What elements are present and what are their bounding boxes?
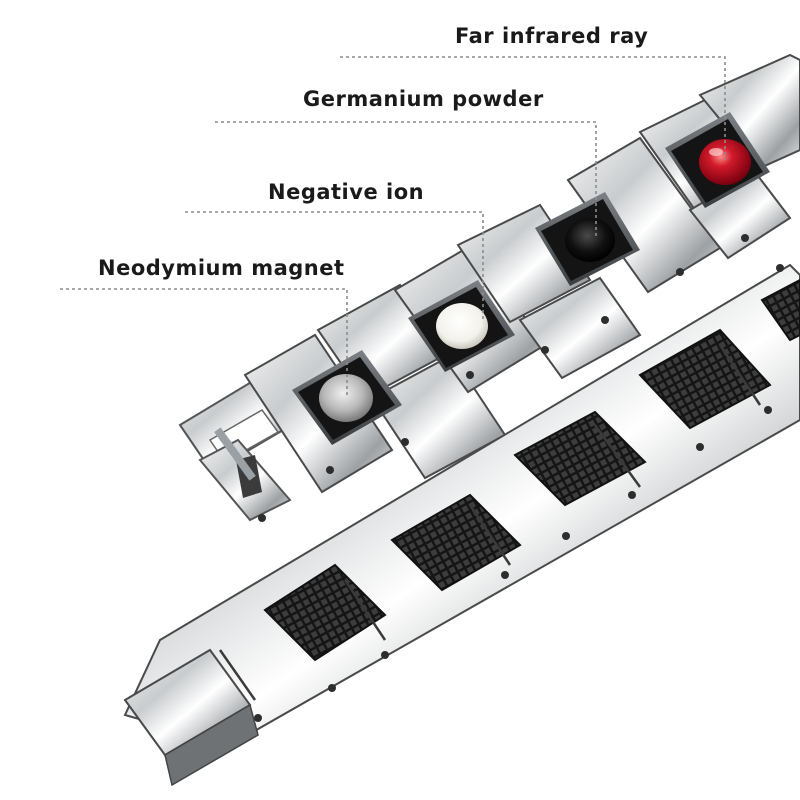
grid-inserts xyxy=(263,278,800,662)
upper-strand xyxy=(178,53,800,522)
callout-neodymium-magnet: Neodymium magnet xyxy=(98,256,345,280)
callout-far-infrared: Far infrared ray xyxy=(455,24,649,48)
gemstones xyxy=(319,139,751,422)
germanium-gem xyxy=(565,218,615,262)
rivet-holes-upper xyxy=(258,234,749,522)
lower-strand xyxy=(123,263,800,787)
leader-lines xyxy=(60,56,726,395)
rivet-holes-lower xyxy=(254,264,784,722)
lower-clasp xyxy=(123,648,259,787)
link-bars xyxy=(243,53,800,494)
negative-ion-gem xyxy=(436,303,488,349)
neodymium-magnet-gem xyxy=(319,374,373,422)
callout-germanium-powder: Germanium powder xyxy=(303,87,544,111)
far-infrared-gem xyxy=(699,139,751,185)
callout-negative-ion: Negative ion xyxy=(268,180,425,204)
link-dividers xyxy=(218,344,762,701)
leader-far-infrared xyxy=(340,56,726,160)
leader-germanium xyxy=(215,121,597,238)
